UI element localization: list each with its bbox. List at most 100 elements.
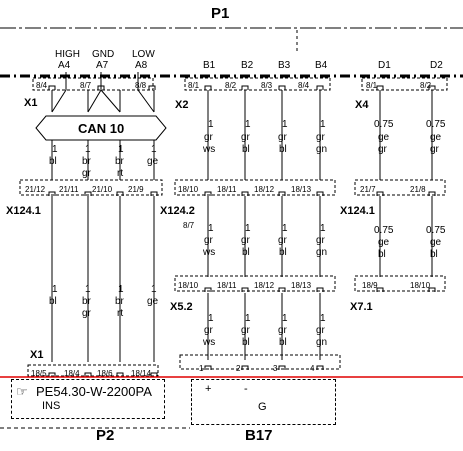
pin-socket [316, 85, 324, 90]
wire-label: 1 [245, 223, 251, 234]
wire-label: gr [316, 325, 325, 336]
wire-label: ws [203, 144, 216, 155]
wire-label: 1 [151, 144, 157, 155]
wire-label: bl [49, 156, 57, 167]
wire-label: 1 [52, 284, 58, 295]
wire-label: 1 [245, 119, 251, 130]
wire-line [137, 89, 155, 113]
wire-label: gr [204, 325, 213, 336]
pin-socket [316, 365, 324, 370]
wire-label: 1 [282, 223, 288, 234]
can-bus-label: CAN 10 [78, 121, 125, 136]
wire-label: gn [316, 247, 328, 258]
x124-2-term: 18/11 [217, 185, 237, 194]
wire-label: gr [378, 144, 387, 155]
wire-label: gr [430, 144, 439, 155]
wire-label: 0.75 [426, 225, 446, 236]
wire-label: 1 [208, 119, 214, 130]
wire-label: gn [316, 144, 328, 155]
wire-label: bl [378, 249, 386, 260]
sensor-g-label: G [258, 401, 267, 413]
b17-label: B17 [245, 427, 273, 444]
pin-socket [241, 365, 249, 370]
wire-label: ws [203, 247, 216, 258]
x124-1-right-connector [354, 179, 446, 196]
pin-b4: B4 [315, 60, 328, 71]
x1-bottom-term: 18/6 [97, 369, 113, 378]
pin-socket [316, 191, 324, 196]
b-middle-note: 8/7 [183, 221, 195, 230]
wire-label: gr [204, 235, 213, 246]
pin-socket [84, 372, 92, 377]
wire-label: 1 [282, 119, 288, 130]
pin-b2: B2 [241, 60, 254, 71]
x4-connector [361, 77, 448, 91]
pin-socket [204, 191, 212, 196]
pin-socket [278, 191, 286, 196]
x1-bottom-term: 18/5 [31, 369, 47, 378]
x5-2-term: 18/10 [178, 281, 199, 290]
pin-socket [278, 365, 286, 370]
pin-high-code: A4 [58, 60, 71, 71]
pin-b3: B3 [278, 60, 291, 71]
pin-socket [376, 191, 384, 196]
wire-label: br [115, 296, 124, 307]
x5-2-term: 18/11 [217, 281, 237, 290]
b17-sensor-box: + - G [191, 379, 336, 425]
wire-label: bl [242, 337, 250, 348]
wire-line [87, 89, 102, 113]
b17-pin-number: 3 [273, 364, 278, 373]
x1-term-1: 8/4 [36, 81, 48, 90]
pin-socket [241, 191, 249, 196]
x124-1r-term: 21/8 [410, 185, 426, 194]
pin-socket [278, 287, 286, 292]
reference-code[interactable]: PE54.30-W-2200PA [36, 384, 152, 399]
wire-label: gr [278, 235, 287, 246]
pin-socket [204, 287, 212, 292]
wire-label: ge [430, 237, 442, 248]
wire-label: 1 [52, 144, 58, 155]
wire-label: br [82, 296, 91, 307]
document-reference-box[interactable]: ☞ PE54.30-W-2200PA INS [11, 379, 165, 419]
x4-term-2: 8/2 [420, 81, 432, 90]
can-bus-shape [35, 115, 167, 141]
wire-label: rt [117, 168, 124, 179]
x1-bottom-term: 18/14 [131, 369, 152, 378]
wire-label: 1 [320, 313, 326, 324]
wire-label: 1 [320, 119, 326, 130]
x124-1-label: X124.1 [6, 205, 41, 217]
x5-2-connector [174, 275, 336, 292]
x7-1-term: 18/10 [410, 281, 431, 290]
pin-socket [150, 191, 158, 196]
pin-socket [48, 85, 56, 90]
pin-socket [204, 365, 212, 370]
wire-label: gr [204, 132, 213, 143]
x1-top-connector [32, 77, 154, 91]
pin-socket [241, 287, 249, 292]
x124-2-connector [174, 179, 336, 196]
wire-label: br [115, 156, 124, 167]
wire-label: gr [241, 325, 250, 336]
b17-pin-number: 4 [310, 364, 315, 373]
x124-2-term: 18/12 [254, 185, 275, 194]
wire-label: bl [242, 247, 250, 258]
pin-d2: D2 [430, 60, 443, 71]
pin-socket [428, 85, 436, 90]
wire-label: ge [378, 237, 390, 248]
pin-socket [84, 191, 92, 196]
wire-label: 1 [245, 313, 251, 324]
wire-label: gr [241, 235, 250, 246]
wire-label: ws [203, 337, 216, 348]
wire-label: 1 [208, 223, 214, 234]
x2-term-1: 8/1 [188, 81, 200, 90]
wire-label: 0.75 [426, 119, 446, 130]
wire-label: bl [242, 144, 250, 155]
pin-socket [204, 85, 212, 90]
wire-label: 1 [320, 223, 326, 234]
p2-label: P2 [96, 427, 115, 444]
wire-line [51, 89, 67, 113]
x124-1-right-label: X124.1 [340, 205, 375, 217]
wire-label: br [82, 156, 91, 167]
pin-socket [150, 372, 158, 377]
x124-1r-term: 21/7 [360, 185, 376, 194]
